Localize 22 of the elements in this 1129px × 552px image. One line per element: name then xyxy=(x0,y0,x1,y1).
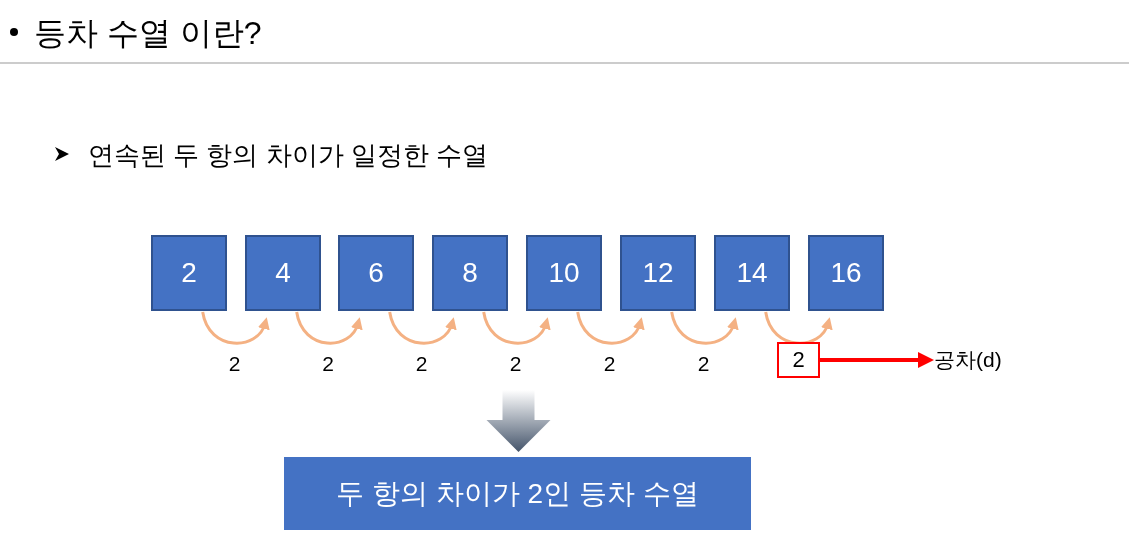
result-box: 두 항의 차이가 2인 등차 수열 xyxy=(284,457,751,530)
curved-arrow xyxy=(295,311,362,345)
number-box: 6 xyxy=(338,235,414,311)
curved-arrow xyxy=(201,311,269,345)
number-box: 2 xyxy=(151,235,227,311)
slide-title: 등차 수열 이란? xyxy=(34,14,262,53)
curved-arrow xyxy=(576,311,644,345)
curved-arrow xyxy=(764,311,832,345)
curved-arrow xyxy=(388,311,456,345)
number-box: 12 xyxy=(620,235,696,311)
arrow xyxy=(820,352,934,368)
curved-arrow xyxy=(670,311,738,345)
number-box: 10 xyxy=(526,235,602,311)
highlight-box: 2 xyxy=(777,342,820,378)
number-box: 8 xyxy=(432,235,508,311)
number-box: 4 xyxy=(245,235,321,311)
term-label: 공차(d) xyxy=(934,344,1014,376)
subtitle-text: 연속된 두 항의 차이가 일정한 수열 xyxy=(88,139,489,172)
number-box: 16 xyxy=(808,235,884,311)
curved-arrow xyxy=(482,311,550,345)
number-box: 14 xyxy=(714,235,790,311)
block-arrow xyxy=(486,390,551,452)
